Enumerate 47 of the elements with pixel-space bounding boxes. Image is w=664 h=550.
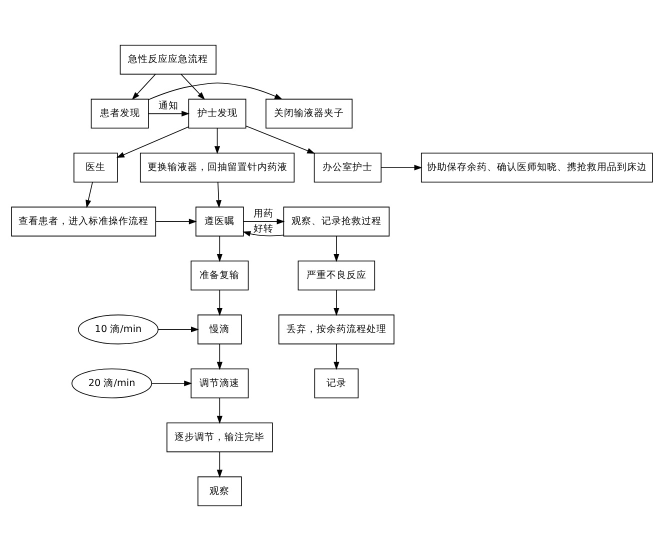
node-box: 调节滴速 [190,368,249,398]
arrow [242,230,284,236]
arrow [334,343,340,370]
node-box: 丢弃，按余药流程处理 [278,314,394,344]
node-box: 协助保存余药、确认医师知晓、携抢救用品到床边 [420,152,653,182]
arrow [158,326,200,332]
arrow [243,218,285,224]
node-box: 办公室护士 [314,152,382,182]
arrow [245,125,316,154]
node-box: 观察 [198,476,242,506]
arrow [156,218,197,224]
node-box: 急性反应应急流程 [120,44,216,74]
node-box: 记录 [314,368,359,398]
arrow [86,181,93,208]
edge-label: 好转 [254,223,274,234]
arrow [151,380,192,386]
node-box: 严重不良反应 [298,260,376,290]
arrow [216,451,222,478]
arrow [216,289,222,316]
node-box: 逐步调节，输注完毕 [166,422,273,452]
arrow [334,235,340,262]
node-ellipse: 20 滴/min [72,368,152,398]
arrow [148,110,190,116]
arrow [116,126,189,158]
arrow [216,235,222,262]
node-box: 观察、记录抢救过程 [283,206,390,236]
arrow [216,343,222,370]
node-box: 遵医嘱 [196,206,244,236]
node-box: 关闭输液器夹子 [266,98,353,128]
node-box: 患者发现 [90,98,149,128]
arrow [132,73,156,100]
node-box: 医生 [74,152,118,182]
arrow [214,127,220,154]
node-box: 准备复输 [190,260,249,290]
node-box: 更换输液器，回抽留置针内药液 [140,152,295,182]
node-box: 护士发现 [188,98,246,128]
node-box: 慢滴 [198,314,242,344]
arrow [180,73,206,100]
node-ellipse: 10 滴/min [78,314,158,344]
arrow [334,289,340,316]
node-box: 查看患者，进入标准操作流程 [11,206,156,236]
arrow [380,164,422,170]
arrow [216,397,222,424]
edge-label: 通知 [158,100,179,112]
arrow [148,82,283,100]
edge-label: 用药 [254,208,274,219]
arrow [216,181,222,208]
